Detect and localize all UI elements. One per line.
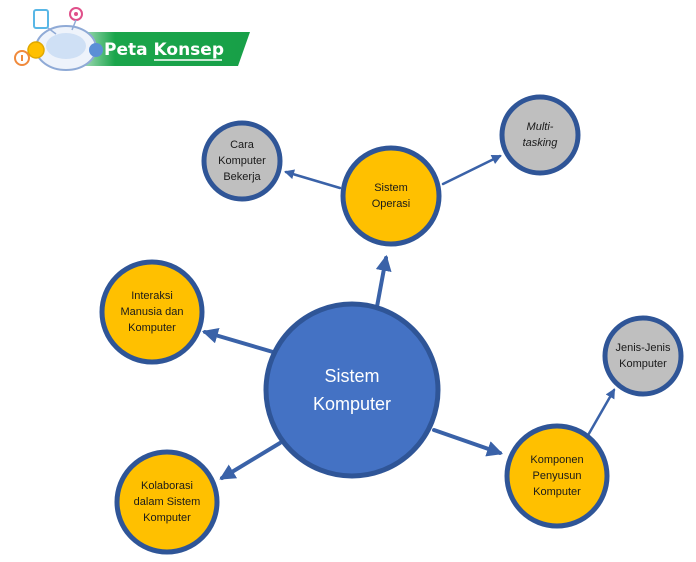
badge-banner	[70, 32, 250, 66]
node-komponen-penyusun: Komponen Penyusun Komputer	[504, 423, 610, 529]
node-collab-line2: dalam Sistem	[134, 496, 201, 508]
node-multitasking: Multi- tasking	[499, 94, 581, 176]
mascot-ear-icon	[27, 41, 45, 59]
node-kolaborasi: Kolaborasi dalam Sistem Komputer	[114, 449, 220, 555]
node-multitasking-line1: Multi-	[527, 121, 554, 133]
node-multitasking-line2: tasking	[523, 137, 559, 149]
node-how-works-line3: Bekerja	[223, 171, 261, 183]
node-os-line1: Sistem	[374, 182, 408, 194]
node-types-line1: Jenis-Jenis	[615, 342, 671, 354]
node-center-line2: Komputer	[313, 394, 391, 414]
node-hci-line2: Manusia dan	[121, 306, 184, 318]
mascot-icon	[14, 7, 103, 71]
header-badge: Peta Konsep	[70, 32, 250, 66]
node-components-line1: Komponen	[530, 454, 583, 466]
node-os-line2: Operasi	[372, 198, 411, 210]
node-sistem-operasi: Sistem Operasi	[340, 145, 442, 247]
node-sistem-komputer: Sistem Komputer	[263, 301, 441, 479]
node-hci-line3: Komputer	[128, 322, 176, 334]
node-interaksi-manusia-komputer: Interaksi Manusia dan Komputer	[99, 259, 205, 365]
arrow-components-to-types	[585, 388, 616, 439]
node-how-works-line2: Komputer	[218, 155, 266, 167]
node-cara-komputer-bekerja: Cara Komputer Bekerja	[201, 120, 283, 202]
node-hci-line1: Interaksi	[131, 290, 173, 302]
tablet-icon	[33, 9, 49, 29]
node-how-works-line1: Cara	[230, 139, 255, 151]
connectors	[201, 254, 504, 480]
badge-label: Peta Konsep	[104, 40, 224, 60]
node-jenis-komputer: Jenis-Jenis Komputer	[602, 315, 684, 397]
node-collab-line1: Kolaborasi	[141, 480, 193, 492]
arrow-center-to-collab	[219, 441, 282, 480]
arrow-center-to-components	[432, 428, 504, 457]
node-collab-line3: Komputer	[143, 512, 191, 524]
node-center-line1: Sistem	[324, 366, 379, 386]
arrow-os-to-multitasking	[441, 154, 502, 186]
arrow-center-to-hci	[201, 327, 275, 354]
node-components-line3: Komputer	[533, 486, 581, 498]
node-types-line2: Komputer	[619, 358, 667, 370]
arrow-os-to-how-works	[284, 169, 342, 190]
arrow-center-to-os	[374, 254, 392, 314]
node-components-line2: Penyusun	[533, 470, 582, 482]
